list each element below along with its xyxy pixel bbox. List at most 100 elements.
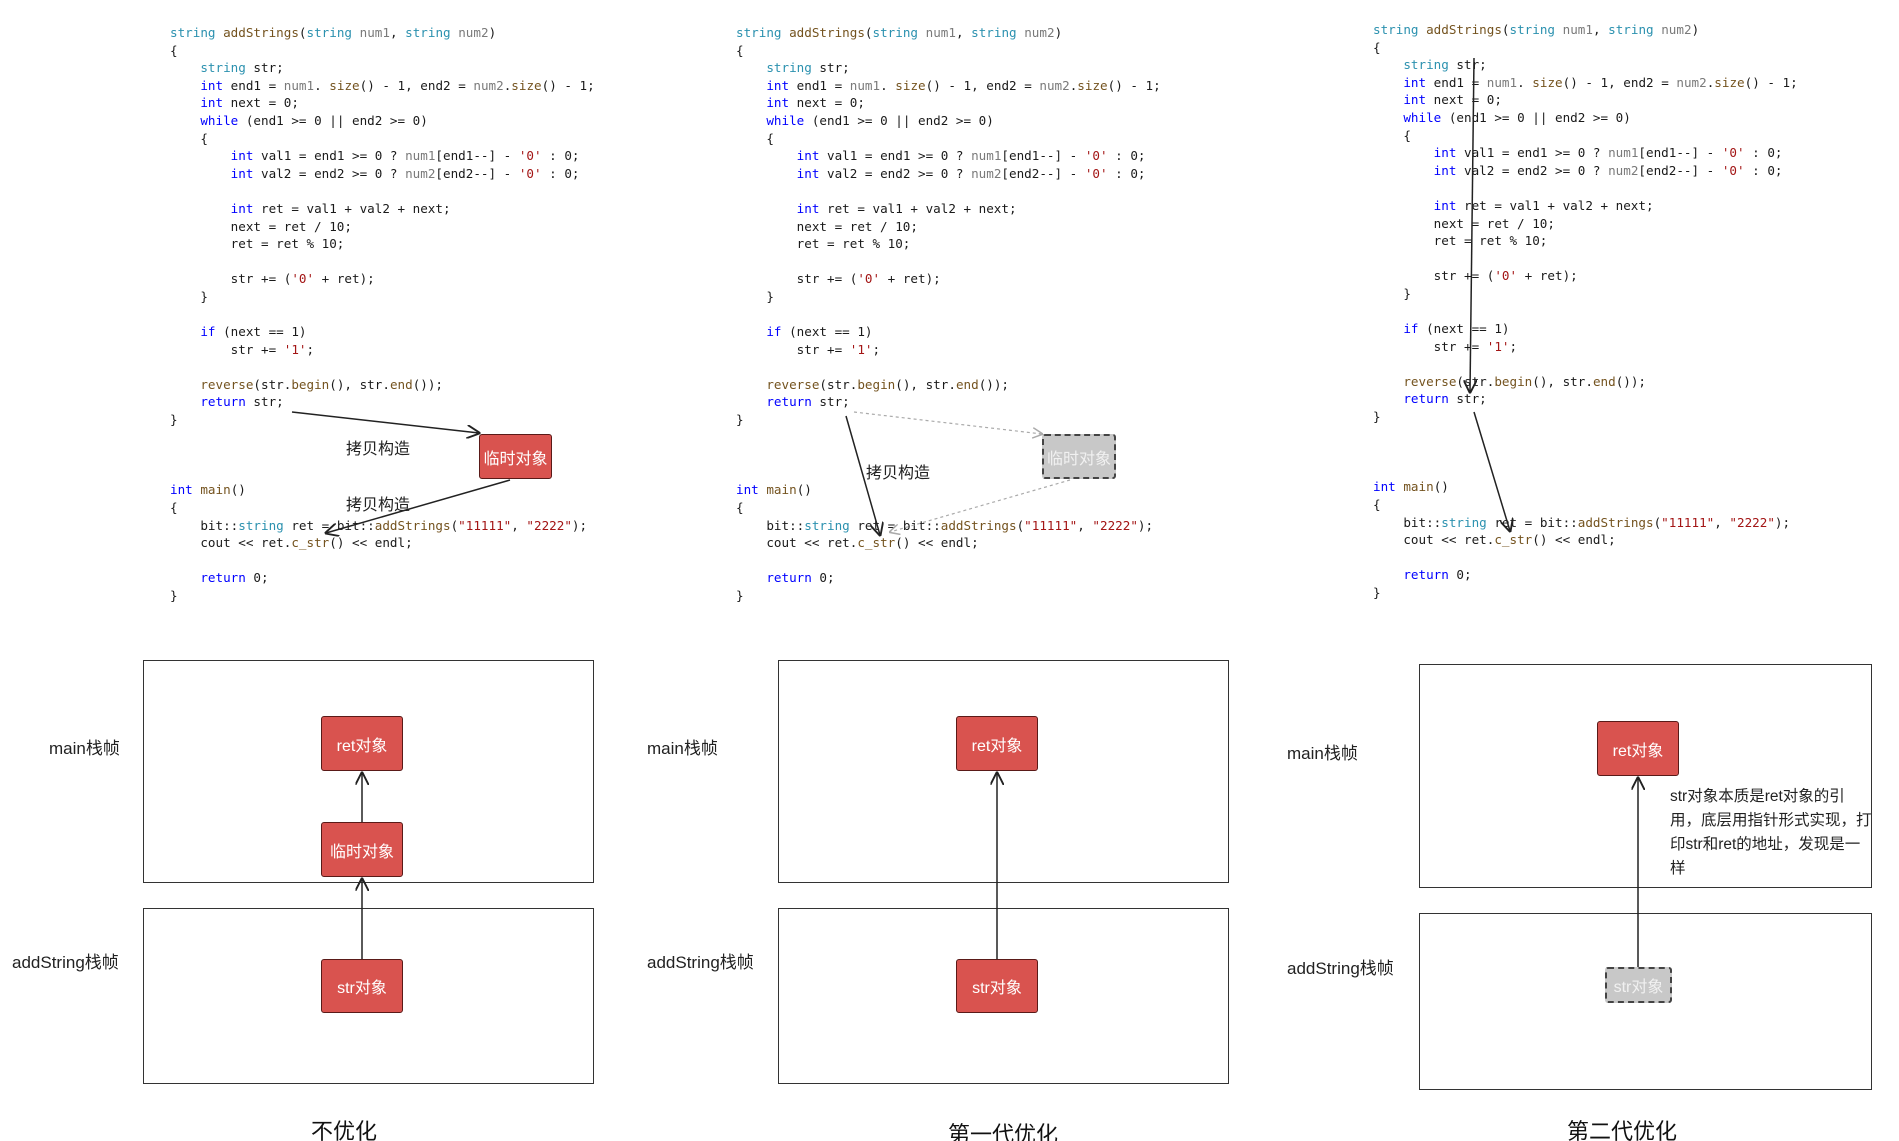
code-line: } xyxy=(170,411,595,429)
code-token: end1 = xyxy=(1426,74,1487,90)
code-line: } xyxy=(1373,408,1798,426)
code-token: ( xyxy=(298,25,307,40)
code-token: '1' xyxy=(1486,338,1510,354)
code-token: { xyxy=(1373,39,1381,55)
code-token: (end1 >= 0 || end2 >= 0) xyxy=(804,112,994,128)
main-stack-frame xyxy=(1419,664,1872,888)
code-token: ret = ret % 10; xyxy=(736,236,911,252)
code-token: : 0; xyxy=(541,148,580,164)
code-token: if xyxy=(1403,321,1419,337)
code-token: () - 1, end2 = xyxy=(925,77,1040,93)
arrow-return-to-main-ret xyxy=(1473,411,1510,531)
code-token: , xyxy=(389,25,406,40)
code-line: ret = ret % 10; xyxy=(170,235,595,253)
code-token: str += xyxy=(170,341,284,357)
code-line: bit::string ret = bit::addStrings("11111… xyxy=(736,517,1161,535)
code-token: addStrings xyxy=(1426,22,1502,37)
code-token: ()); xyxy=(1615,373,1647,389)
code-line: while (end1 >= 0 || end2 >= 0) xyxy=(736,112,1161,130)
code-token: (end1 >= 0 || end2 >= 0) xyxy=(238,112,428,128)
code-token: { xyxy=(170,500,178,516)
code-token: '0' xyxy=(1721,145,1745,161)
code-token: string xyxy=(766,60,812,76)
code-token: ; xyxy=(306,341,315,357)
code-token: () - 1; xyxy=(1744,74,1798,90)
code-token: str += xyxy=(736,341,850,357)
code-token: string xyxy=(1441,514,1487,530)
code-token: return xyxy=(766,394,812,410)
ret-object: ret对象 xyxy=(956,716,1038,771)
code-token: size xyxy=(1532,74,1563,90)
code-token: () << endl; xyxy=(895,535,979,551)
code-line: return str; xyxy=(170,393,595,411)
code-token: main xyxy=(766,482,797,498)
temp-object: 临时对象 xyxy=(321,822,403,877)
code-token: string xyxy=(804,517,850,533)
code-token: () << endl; xyxy=(329,535,413,551)
code-token: if xyxy=(766,324,782,340)
code-token: num2 xyxy=(405,165,436,181)
code-line: next = ret / 10; xyxy=(1373,215,1798,233)
code-token: num1 xyxy=(359,25,390,40)
code-token: num1 xyxy=(849,77,881,93)
code-token: { xyxy=(736,500,744,516)
code-token: num1 xyxy=(1486,74,1518,90)
code-token: addStrings xyxy=(374,517,451,533)
code-token: "2222" xyxy=(526,517,572,533)
code-token: num2 xyxy=(1676,74,1707,90)
code-token: (), str. xyxy=(895,376,956,392)
reference-note: str对象本质是ret对象的引用，底层用指针形式实现，打印str和ret的地址，… xyxy=(1670,788,1872,877)
code-token: ); xyxy=(1774,514,1791,530)
code-line: } xyxy=(736,587,1161,605)
code-token: 0; xyxy=(245,570,269,586)
code-token: . xyxy=(880,77,896,93)
code-token: begin xyxy=(857,376,896,392)
code-token: num2 xyxy=(1661,22,1692,37)
code-line: int val1 = end1 >= 0 ? num1[end1--] - '0… xyxy=(170,147,595,165)
code-token: string xyxy=(200,60,246,76)
code-line: str += '1'; xyxy=(1373,338,1798,356)
main-stack-frame xyxy=(778,660,1229,883)
code-token: next = ret / 10; xyxy=(1373,215,1555,231)
code-token: addStrings xyxy=(223,25,299,40)
code-token: end1 = xyxy=(223,77,284,93)
code-token: cout << ret. xyxy=(1373,532,1495,548)
code-token: ( xyxy=(1653,514,1662,530)
code-token: , xyxy=(1592,22,1609,37)
code-token: int xyxy=(796,148,820,164)
str-object: str对象 xyxy=(321,959,403,1013)
code-token: ); xyxy=(1137,517,1154,533)
code-line: bit::string ret = bit::addStrings("11111… xyxy=(170,517,595,535)
code-token: return xyxy=(1403,391,1449,407)
code-line: return 0; xyxy=(1373,566,1798,584)
code-line: next = ret / 10; xyxy=(736,218,1161,236)
code-token: string xyxy=(1373,22,1419,37)
code-token: { xyxy=(170,42,178,58)
code-token: num2 xyxy=(1039,77,1070,93)
code-token: int xyxy=(796,165,820,181)
code-line: { xyxy=(1373,39,1798,57)
code-line: while (end1 >= 0 || end2 >= 0) xyxy=(1373,109,1798,127)
code-token: } xyxy=(170,412,178,428)
code-token: ret = val1 + val2 + next; xyxy=(253,200,451,216)
code-token: 0; xyxy=(811,570,835,586)
str-object-ghost: str对象 xyxy=(1605,967,1672,1003)
code-token: ( xyxy=(1016,517,1025,533)
code-token: cout << ret. xyxy=(736,535,858,551)
caption-first-opt: 第一代优化 xyxy=(948,1122,1059,1141)
code-token: addStrings xyxy=(940,517,1017,533)
code-token: (end1 >= 0 || end2 >= 0) xyxy=(1441,109,1631,125)
code-line: str += ('0' + ret); xyxy=(1373,267,1798,285)
code-token: (str. xyxy=(819,376,858,392)
code-token: : 0; xyxy=(1107,148,1146,164)
code-token: str += ( xyxy=(736,271,858,287)
code-token: { xyxy=(1373,497,1381,513)
code-token: addStrings xyxy=(1577,514,1654,530)
code-line: str += '1'; xyxy=(170,341,595,359)
code-token: "2222" xyxy=(1729,514,1775,530)
copy-construct-label: 拷贝构造 xyxy=(866,465,931,482)
code-token: { xyxy=(736,42,744,58)
code-token: ret = ret % 10; xyxy=(1373,233,1548,249)
code-line: return 0; xyxy=(736,569,1161,587)
code-line: string str; xyxy=(170,59,595,77)
